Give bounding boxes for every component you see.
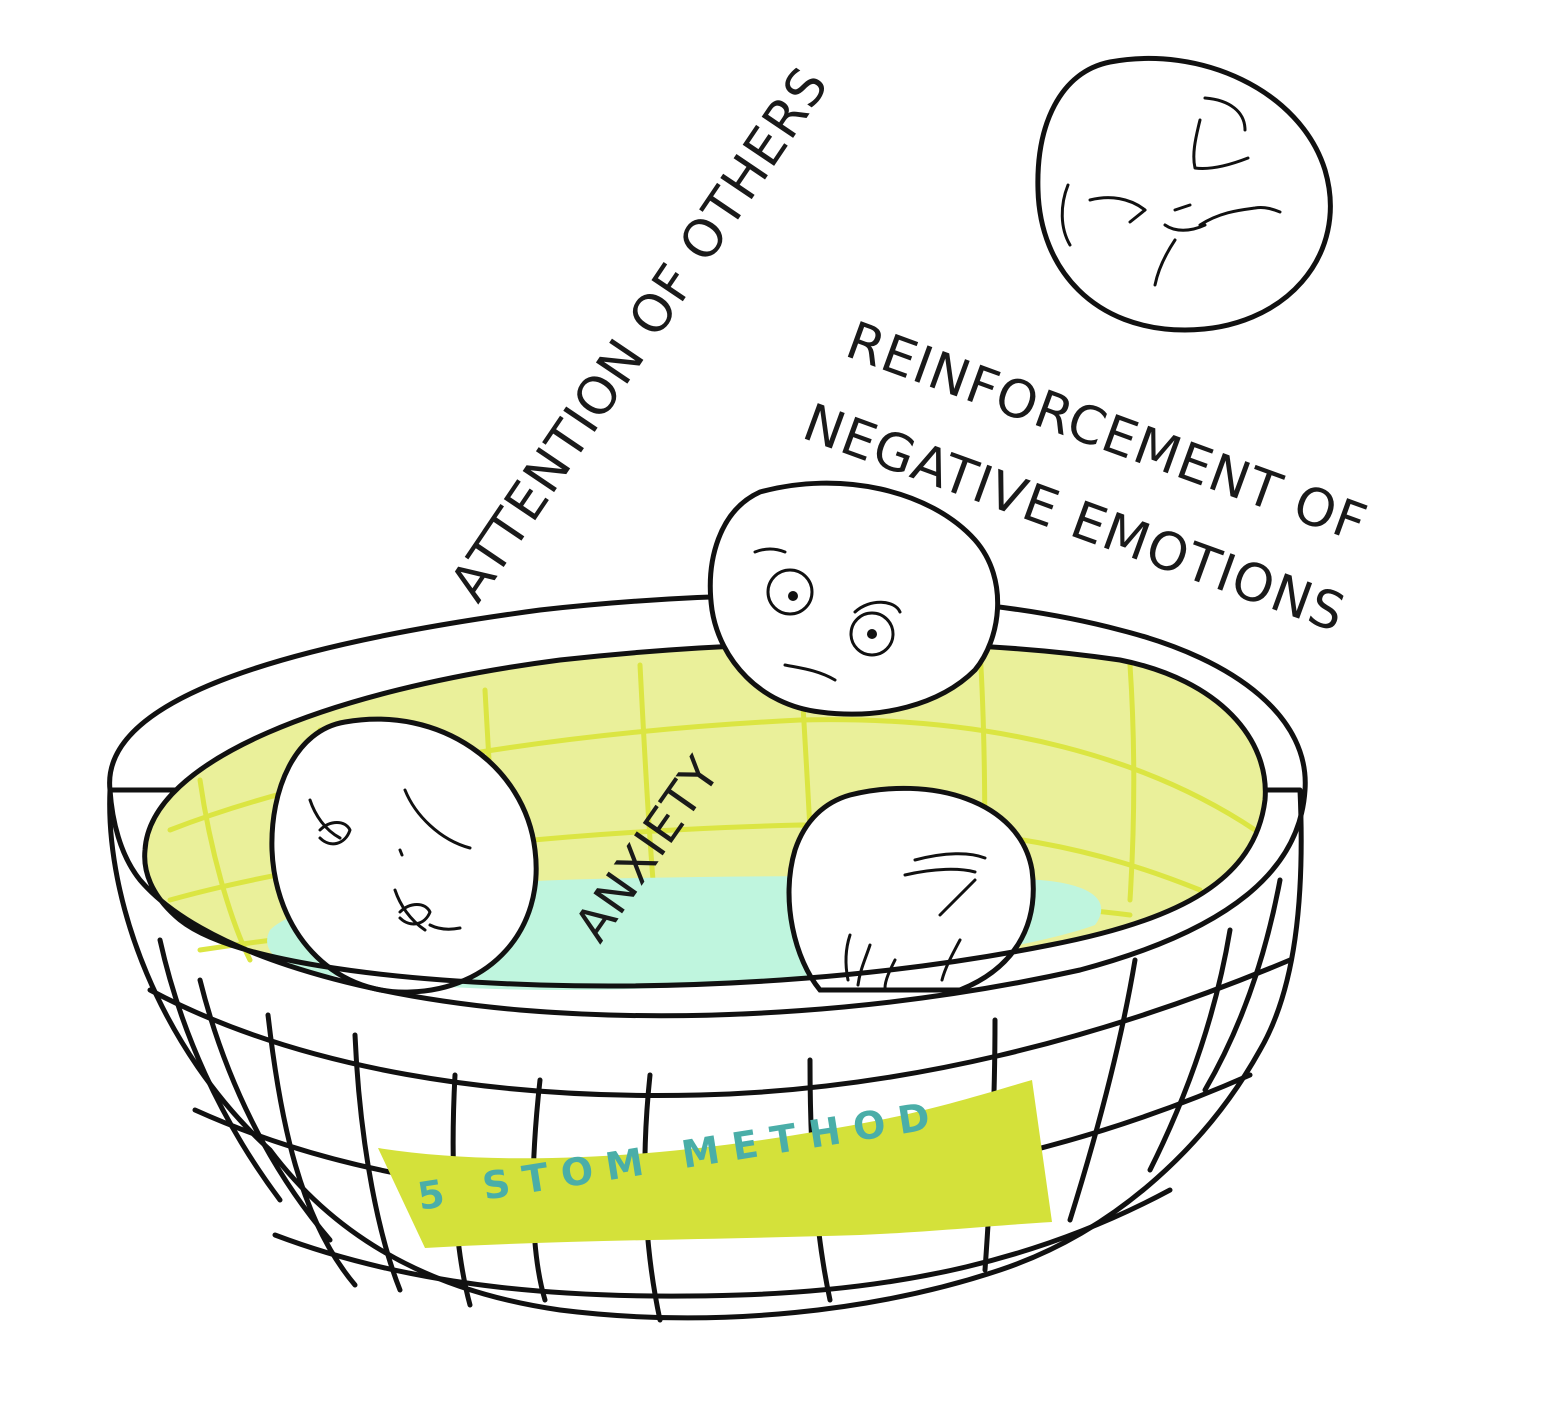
method-banner: 5 STOM METHOD [378, 1080, 1052, 1248]
basket [107, 787, 1304, 1323]
banner-ribbon [378, 1080, 1052, 1248]
sleepy-face-icon [269, 716, 539, 995]
basket-rim [107, 592, 1308, 1019]
sad-face-icon [786, 785, 1036, 993]
angry-face-icon [1035, 56, 1333, 333]
worried-face-icon [707, 480, 1001, 717]
